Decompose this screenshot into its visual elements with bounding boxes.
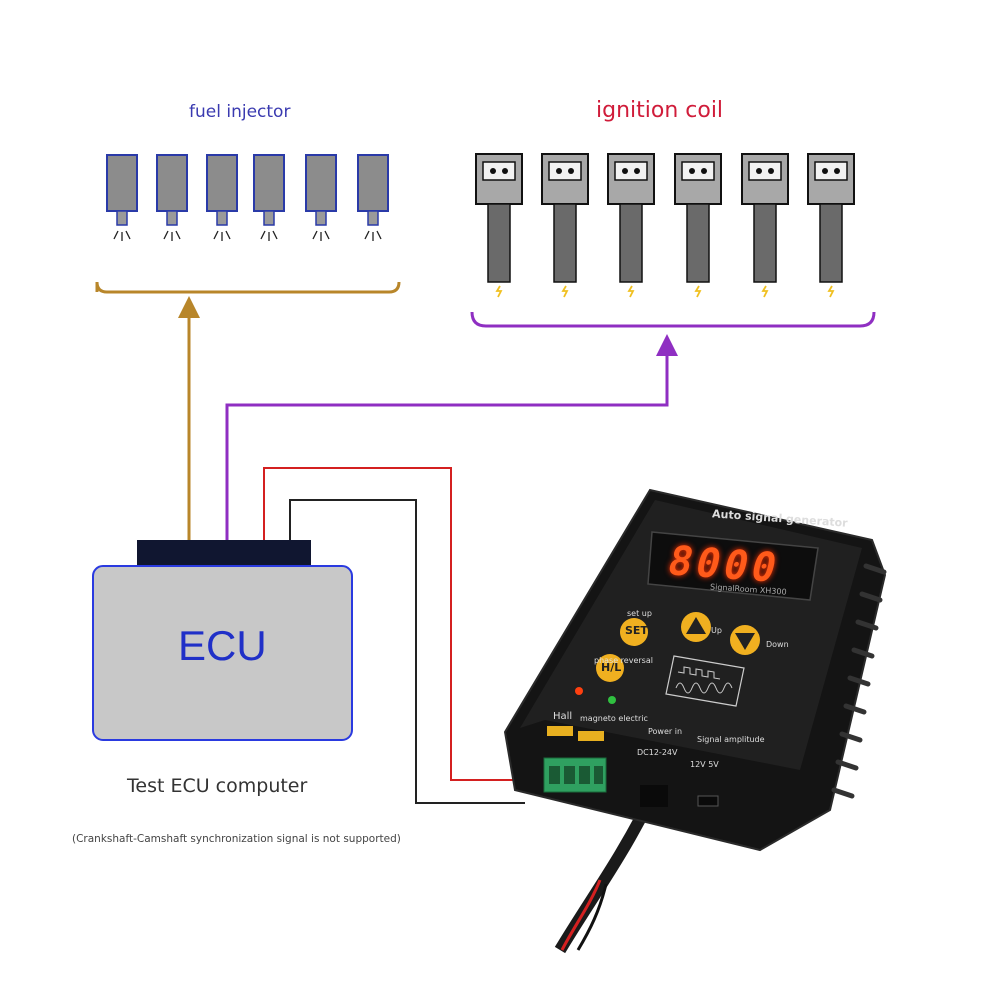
terminal-slot-2[interactable]: [564, 766, 575, 784]
spark-icon: [495, 285, 503, 298]
spray-icon: [163, 230, 181, 241]
ignition-coil-2: [541, 153, 589, 298]
spark-icon: [761, 285, 769, 298]
amplitude-voltage-label: 12V 5V: [690, 760, 719, 769]
ignition-signal-line: [225, 345, 669, 540]
spray-icon: [213, 230, 231, 241]
ignition-coil-5: [741, 153, 789, 298]
amplitude-switch[interactable]: [697, 795, 719, 807]
hall-led: [575, 687, 583, 695]
terminal-slot-1[interactable]: [549, 766, 560, 784]
set-button-label: SET: [625, 624, 648, 637]
signal-amplitude-label: Signal amplitude: [697, 735, 765, 744]
spray-icon: [113, 230, 131, 241]
square-wave-icon: [677, 666, 721, 680]
spark-icon: [627, 285, 635, 298]
hall-polarity-mark: [547, 726, 573, 736]
fuel-injector-5: [305, 154, 337, 241]
down-arrow-icon: [735, 633, 755, 650]
down-label: Down: [766, 640, 789, 649]
phase-reversal-label: phase reversal: [594, 656, 653, 665]
spark-icon: [561, 285, 569, 298]
set-up-label: set up: [627, 609, 652, 618]
ignition-coils: [475, 153, 855, 298]
up-label: Up: [711, 626, 722, 635]
set-button[interactable]: [620, 618, 648, 646]
ignition-coil-3: [607, 153, 655, 298]
magneto-led: [608, 696, 616, 704]
fuel-injector-2: [156, 154, 188, 241]
ecu-label: ECU: [178, 622, 267, 669]
fuel-injector-3: [206, 154, 238, 241]
red-wire: [263, 467, 515, 781]
ignition-coil-6: [807, 153, 855, 298]
dc-voltage-label: DC12-24V: [637, 748, 678, 757]
injector-bracket: [95, 281, 401, 294]
terminal-slot-3[interactable]: [579, 766, 590, 784]
spray-icon: [312, 230, 330, 241]
display-window: [647, 531, 819, 601]
terminal-slot-4[interactable]: [594, 766, 603, 784]
signal-generator: [503, 488, 887, 852]
spray-icon: [364, 230, 382, 241]
spark-icon: [827, 285, 835, 298]
spray-icon: [260, 230, 278, 241]
sine-wave-icon: [675, 682, 733, 694]
ecu-connector: [137, 540, 311, 566]
ecu-caption: Test ECU computer: [127, 775, 308, 797]
power-cable-black: [576, 883, 608, 951]
fuel-injector-label: fuel injector: [189, 102, 291, 122]
magneto-label: magneto electric: [580, 714, 648, 723]
ecu-box: [92, 565, 353, 741]
waveform-icon: [665, 655, 745, 707]
ignition-arrow-head: [656, 334, 678, 356]
injector-arrow-head: [178, 296, 200, 318]
coil-bracket: [470, 311, 876, 328]
up-arrow-icon: [686, 617, 706, 634]
hl-button[interactable]: [596, 654, 624, 682]
power-jack[interactable]: [640, 785, 668, 807]
power-cable-red: [560, 879, 602, 951]
spark-icon: [694, 285, 702, 298]
power-in-label: Power in: [648, 727, 683, 736]
black-wire: [289, 499, 525, 804]
magneto-polarity-mark: [578, 731, 604, 741]
fuel-injector-6: [357, 154, 389, 241]
fuel-injector-1: [106, 154, 138, 241]
ignition-coil-1: [475, 153, 523, 298]
ignition-coil-4: [674, 153, 722, 298]
fuel-injectors: [106, 154, 389, 241]
sync-note: (Crankshaft-Camshaft synchronization sig…: [72, 833, 401, 845]
hall-label: Hall: [553, 711, 573, 722]
ignition-coil-label: ignition coil: [596, 98, 724, 123]
hl-button-label: H/L: [601, 661, 622, 674]
fuel-injector-4: [253, 154, 285, 241]
